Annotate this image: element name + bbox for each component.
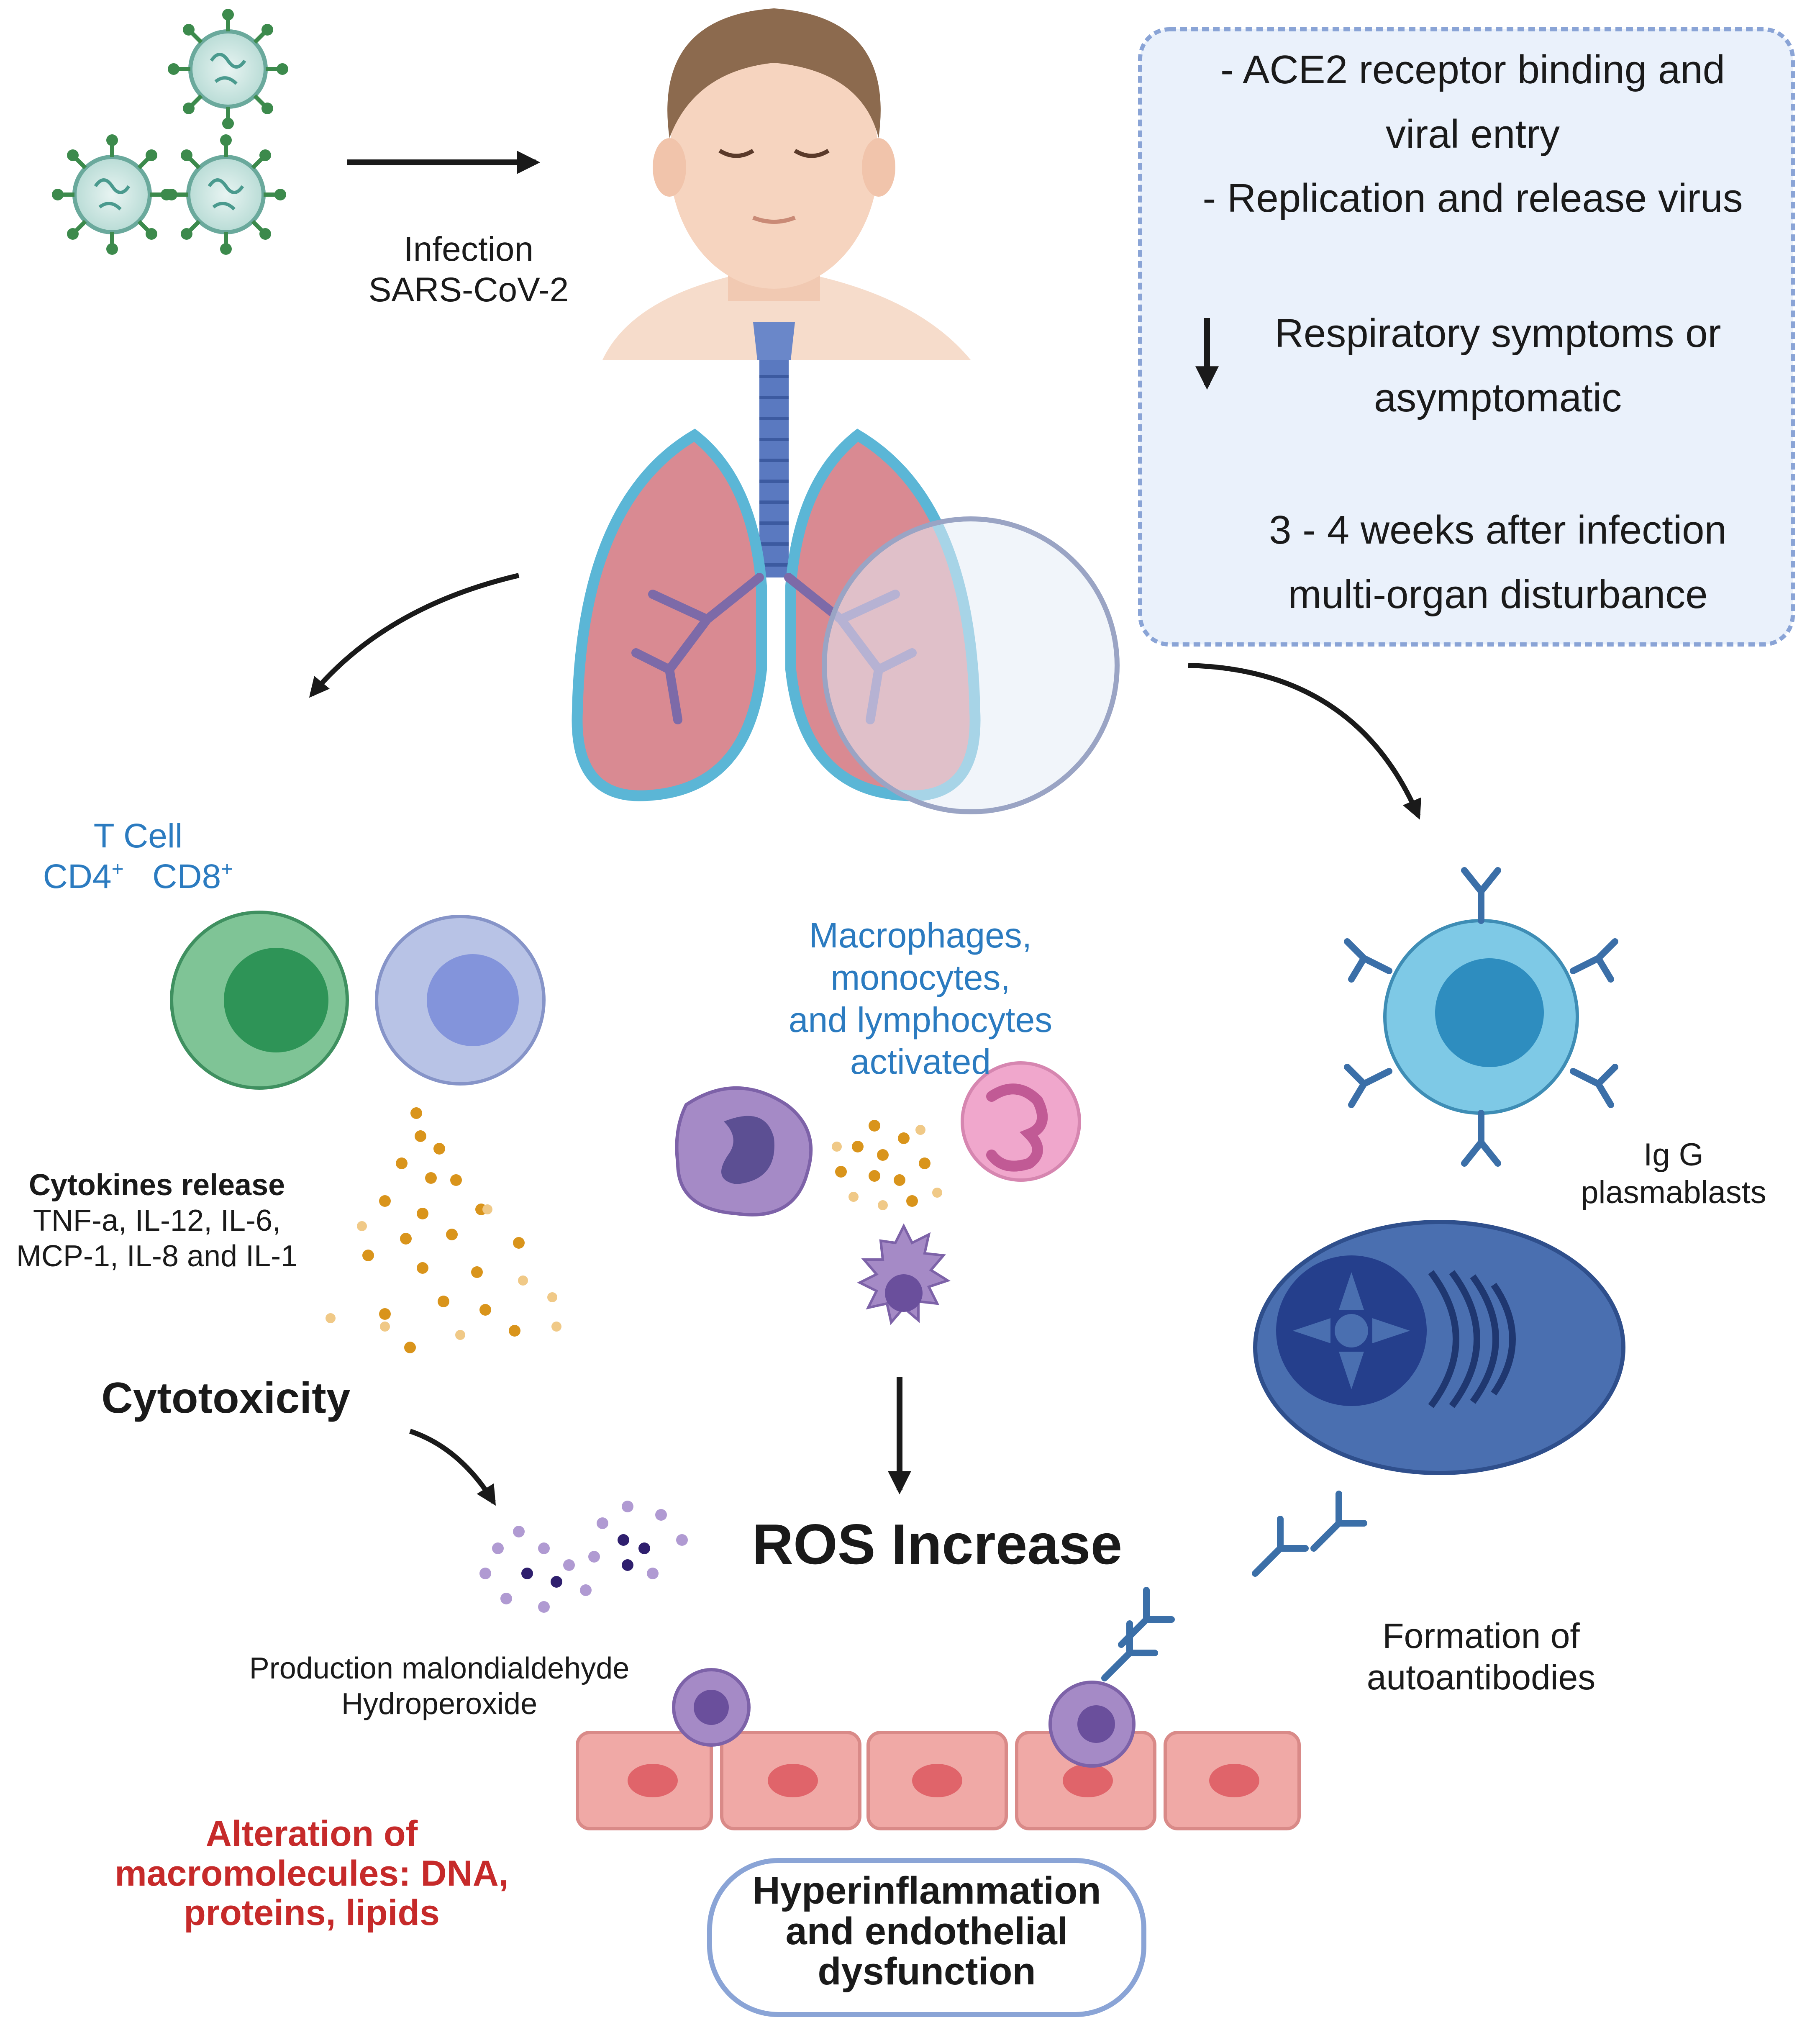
trachea <box>753 322 795 577</box>
macrophages-line4: activated <box>850 1042 991 1082</box>
cd4-label: CD4 <box>43 857 112 896</box>
macrophages-label: Macrophages, monocytes, and lymphocytes … <box>745 914 1096 1083</box>
production-line2: Hydroperoxide <box>341 1687 538 1721</box>
macrophages-line2: monocytes, <box>831 957 1010 997</box>
hyper-line2: and endothelial <box>785 1909 1068 1953</box>
cd4-cell-icon <box>170 911 349 1090</box>
cytokine-dots <box>362 1107 525 1353</box>
cytokines-line2: MCP-1, IL-8 and IL-1 <box>16 1239 298 1273</box>
arrow-to-plasmablasts <box>1188 663 1421 820</box>
info-item1: - ACE2 receptor binding and viral entry … <box>1167 38 1778 231</box>
virus-icon-top <box>168 9 288 129</box>
info-result: Respiratory symptoms or asymptomatic <box>1238 301 1757 430</box>
cd8-label: CD8 <box>152 857 221 896</box>
cytotoxicity-label: Cytotoxicity <box>101 1374 351 1422</box>
production-label: Production malondialdehyde Hydroperoxide <box>184 1651 695 1722</box>
ros-label: ROS Increase <box>752 1512 1123 1576</box>
production-line1: Production malondialdehyde <box>249 1652 630 1685</box>
cd8-sup: + <box>221 857 233 881</box>
tcell-subsets: CD4+ CD8+ <box>25 857 251 897</box>
info-item1-line2: viral entry <box>1385 111 1560 157</box>
virus-icon-right <box>166 134 286 255</box>
adhered-leukocyte-icon <box>672 1668 751 1747</box>
alteration-label: Alteration of macromolecules: DNA, prote… <box>84 1814 540 1933</box>
neutrophil-icon <box>961 1061 1081 1182</box>
alteration-line1: Alteration of <box>205 1814 418 1854</box>
cd8-cell-icon <box>375 915 546 1086</box>
infection-line2: SARS-CoV-2 <box>368 270 569 309</box>
adhered-leukocyte-icon-2 <box>1048 1681 1136 1768</box>
plasma-cell-icon <box>1253 1220 1625 1475</box>
arrow-to-tcells <box>309 573 520 698</box>
virus-icon-left <box>52 134 172 255</box>
patient-figure <box>602 8 971 360</box>
cd4-sup: + <box>111 857 124 881</box>
magnifier-circle <box>822 516 1120 814</box>
hyper-line3: dysfunction <box>818 1950 1036 1993</box>
info-box <box>1138 27 1795 647</box>
tcell-label: T Cell CD4+ CD8+ <box>25 816 251 897</box>
plasmablasts-line2: plasmablasts <box>1581 1174 1766 1210</box>
endothelium <box>576 1731 1301 1830</box>
plasmablast-icon <box>1344 867 1618 1167</box>
alteration-line2: macromolecules: DNA, <box>115 1853 509 1894</box>
activated-cytokine-dots-light <box>832 1125 942 1210</box>
macrophages-line1: Macrophages, <box>809 916 1032 955</box>
arrow-cytotoxicity <box>409 1429 496 1506</box>
info-item2: - Replication and release virus <box>1202 176 1743 221</box>
cytokines-label: Cytokines release TNF-a, IL-12, IL-6, MC… <box>0 1168 314 1274</box>
cytokine-dots-light <box>326 1204 561 1340</box>
infection-line1: Infection <box>404 230 533 268</box>
dendritic-cell-icon <box>857 1223 951 1325</box>
autoantibodies-label: Formation of autoantibodies <box>1347 1615 1615 1698</box>
plasmablasts-label: Ig G plasmablasts <box>1548 1136 1799 1211</box>
info-late-line1: 3 - 4 weeks after infection <box>1269 508 1727 552</box>
infection-label: Infection SARS-CoV-2 <box>360 229 577 311</box>
info-late: 3 - 4 weeks after infection multi-organ … <box>1230 498 1766 626</box>
info-late-line2: multi-organ disturbance <box>1288 572 1708 617</box>
info-result-line1: Respiratory symptoms or <box>1274 311 1721 356</box>
ros-particles <box>479 1501 688 1613</box>
alteration-line3: proteins, lipids <box>184 1893 440 1933</box>
tcell-title: T Cell <box>93 817 183 855</box>
antibody-on-endothelium <box>1101 1620 1158 1681</box>
info-result-line2: asymptomatic <box>1374 375 1622 420</box>
activated-cytokine-dots <box>835 1120 931 1207</box>
autoantibodies-line2: autoantibodies <box>1366 1658 1596 1697</box>
autoantibody-icons <box>1118 1491 1367 1648</box>
plasmablasts-line1: Ig G <box>1643 1137 1704 1173</box>
hyper-line1: Hyperinflammation <box>752 1869 1101 1912</box>
autoantibodies-line1: Formation of <box>1382 1616 1580 1655</box>
cytokines-line1: TNF-a, IL-12, IL-6, <box>33 1204 281 1237</box>
macrophages-line3: and lymphocytes <box>788 1000 1053 1039</box>
info-item1-line1: - ACE2 receptor binding and <box>1220 47 1725 92</box>
hyperinflammation-label: Hyperinflammation and endothelial dysfun… <box>707 1871 1146 1992</box>
cytokines-title: Cytokines release <box>28 1168 285 1202</box>
macrophage-icon <box>675 1086 813 1216</box>
